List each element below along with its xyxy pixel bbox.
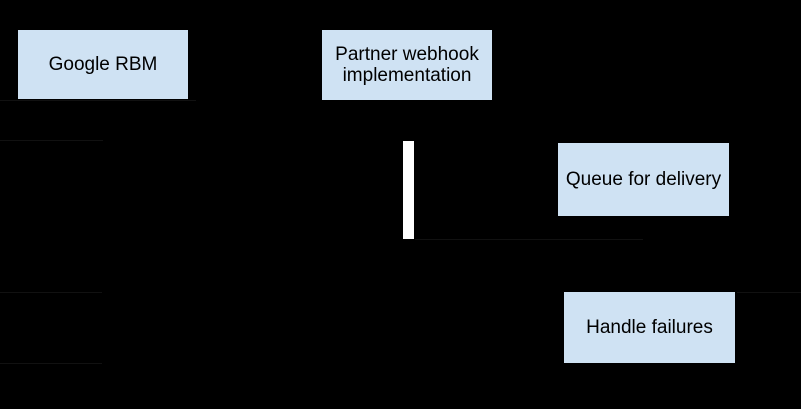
artifact-line-under-activation-bar (415, 239, 643, 240)
node-handle-failures: Handle failures (564, 292, 735, 363)
node-google-rbm: Google RBM (18, 30, 188, 99)
node-handle-failures-label: Handle failures (586, 317, 713, 338)
artifact-line-under-google-rbm (0, 100, 196, 101)
activation-bar (403, 141, 414, 239)
node-queue-for-delivery-label: Queue for delivery (565, 169, 722, 190)
node-partner-webhook-label: Partner webhook implementation (335, 44, 479, 86)
artifact-line-left-middle (0, 292, 102, 293)
artifact-line-right-of-handle-failures (737, 292, 801, 293)
node-partner-webhook: Partner webhook implementation (322, 30, 492, 100)
node-queue-for-delivery: Queue for delivery (558, 143, 729, 216)
node-google-rbm-label: Google RBM (48, 54, 158, 75)
artifact-line-left-upper (0, 140, 103, 141)
artifact-line-left-lower (0, 363, 102, 364)
